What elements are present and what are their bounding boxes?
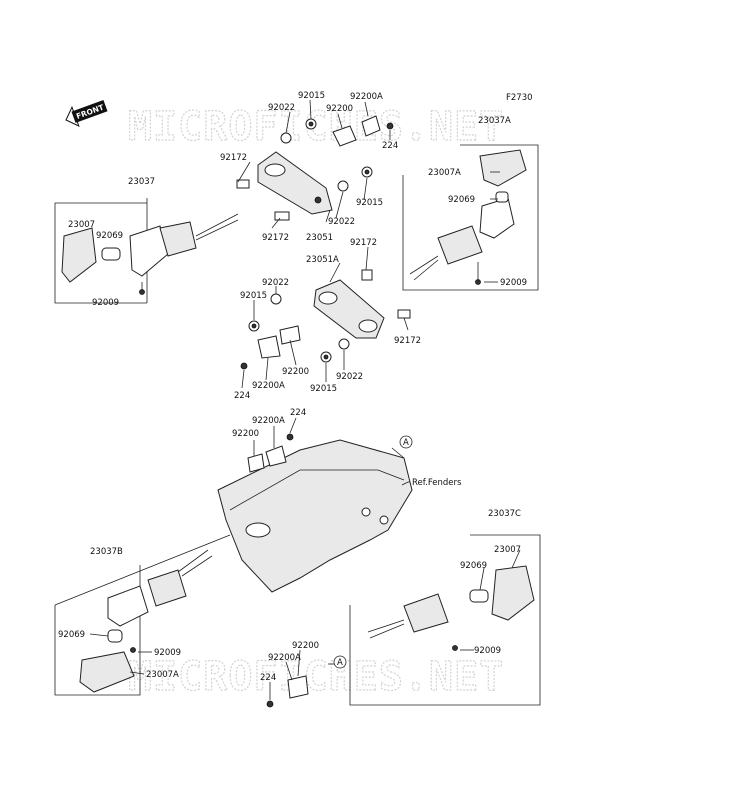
label-92172: 92172 — [394, 336, 421, 346]
right-signal-assembly — [409, 149, 527, 285]
watermark-top: MICROFICHES.NET — [128, 104, 504, 150]
label-23037b: 23037B — [90, 547, 123, 557]
label-92200: 92200 — [232, 429, 259, 439]
label-92200: 92200 — [292, 641, 319, 651]
label-92200a: 92200A — [268, 653, 301, 663]
label-23037c: 23037C — [488, 509, 521, 519]
right-lower-signal-assembly — [367, 565, 535, 651]
callout-a-lower-text: A — [337, 658, 343, 668]
label-92009: 92009 — [154, 648, 181, 658]
box-23037 — [54, 202, 147, 304]
label-92015: 92015 — [310, 384, 337, 394]
box-23037C — [349, 534, 541, 706]
label-23037: 23037 — [128, 177, 155, 187]
label-92200: 92200 — [282, 367, 309, 377]
label-92200a: 92200A — [350, 92, 383, 102]
label-23051: 23051 — [306, 233, 333, 243]
label-23007a: 23007A — [428, 168, 461, 178]
lower-mount-plate — [240, 269, 411, 370]
label-92172: 92172 — [350, 238, 377, 248]
label-92069: 92069 — [58, 630, 85, 640]
leader-lines — [89, 99, 521, 700]
figure-code: F2730 — [506, 93, 533, 103]
label-23051a: 23051A — [306, 255, 339, 265]
label-224: 224 — [260, 673, 276, 683]
box-23037B-top — [54, 534, 231, 606]
label-92172: 92172 — [220, 153, 247, 163]
bottom-bracket-hardware — [266, 675, 309, 708]
label-23037a: 23037A — [478, 116, 511, 126]
callout-a-lower: A — [333, 655, 347, 669]
label-92015: 92015 — [356, 198, 383, 208]
label-92200a: 92200A — [252, 416, 285, 426]
label-92022: 92022 — [268, 103, 295, 113]
label-224: 224 — [290, 408, 306, 418]
label-92022: 92022 — [328, 217, 355, 227]
left-lower-signal-assembly — [79, 549, 213, 693]
upper-mount-plate — [236, 115, 394, 221]
front-arrow-icon: FRONT — [65, 99, 108, 127]
label-92022: 92022 — [262, 278, 289, 288]
label-92009: 92009 — [92, 298, 119, 308]
label-92200: 92200 — [326, 104, 353, 114]
rear-fender — [217, 433, 413, 593]
callout-a-upper: A — [399, 435, 413, 449]
label-224: 224 — [382, 141, 398, 151]
label-92069: 92069 — [460, 561, 487, 571]
box-23037A — [402, 144, 539, 291]
label-92009: 92009 — [474, 646, 501, 656]
label-23007a: 23007A — [146, 670, 179, 680]
part-labels: 92015 92200A 92022 92200 224 92172 23037… — [58, 91, 527, 683]
label-92069: 92069 — [448, 195, 475, 205]
label-92022: 92022 — [336, 372, 363, 382]
label-ref-fenders: Ref.Fenders — [412, 478, 462, 488]
label-92200a: 92200A — [252, 381, 285, 391]
label-92172: 92172 — [262, 233, 289, 243]
label-23007: 23007 — [68, 220, 95, 230]
left-signal-assembly — [61, 213, 239, 295]
box-23037B — [54, 565, 141, 696]
label-92015: 92015 — [240, 291, 267, 301]
label-224: 224 — [234, 391, 250, 401]
label-92015: 92015 — [298, 91, 325, 101]
label-23007: 23007 — [494, 545, 521, 555]
label-92069: 92069 — [96, 231, 123, 241]
label-92009: 92009 — [500, 278, 527, 288]
callout-a-upper-text: A — [403, 438, 409, 448]
watermark-bottom: MICROFICHES.NET — [128, 654, 504, 700]
